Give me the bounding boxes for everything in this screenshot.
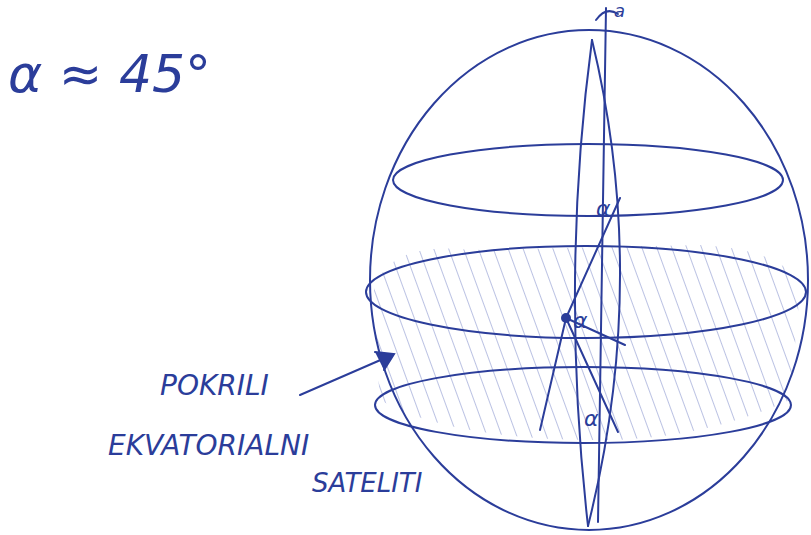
angle-label: α <box>573 310 588 332</box>
angle-label: α <box>584 408 599 430</box>
angle-label: α <box>596 198 611 220</box>
callout-text: SATELITI <box>312 470 422 496</box>
angle-note: α ≈ 45° <box>8 48 211 100</box>
callout-text: EKVATORIALNI <box>108 432 309 460</box>
axis-label: a <box>614 2 625 20</box>
callout-text: POKRILI <box>160 372 269 400</box>
